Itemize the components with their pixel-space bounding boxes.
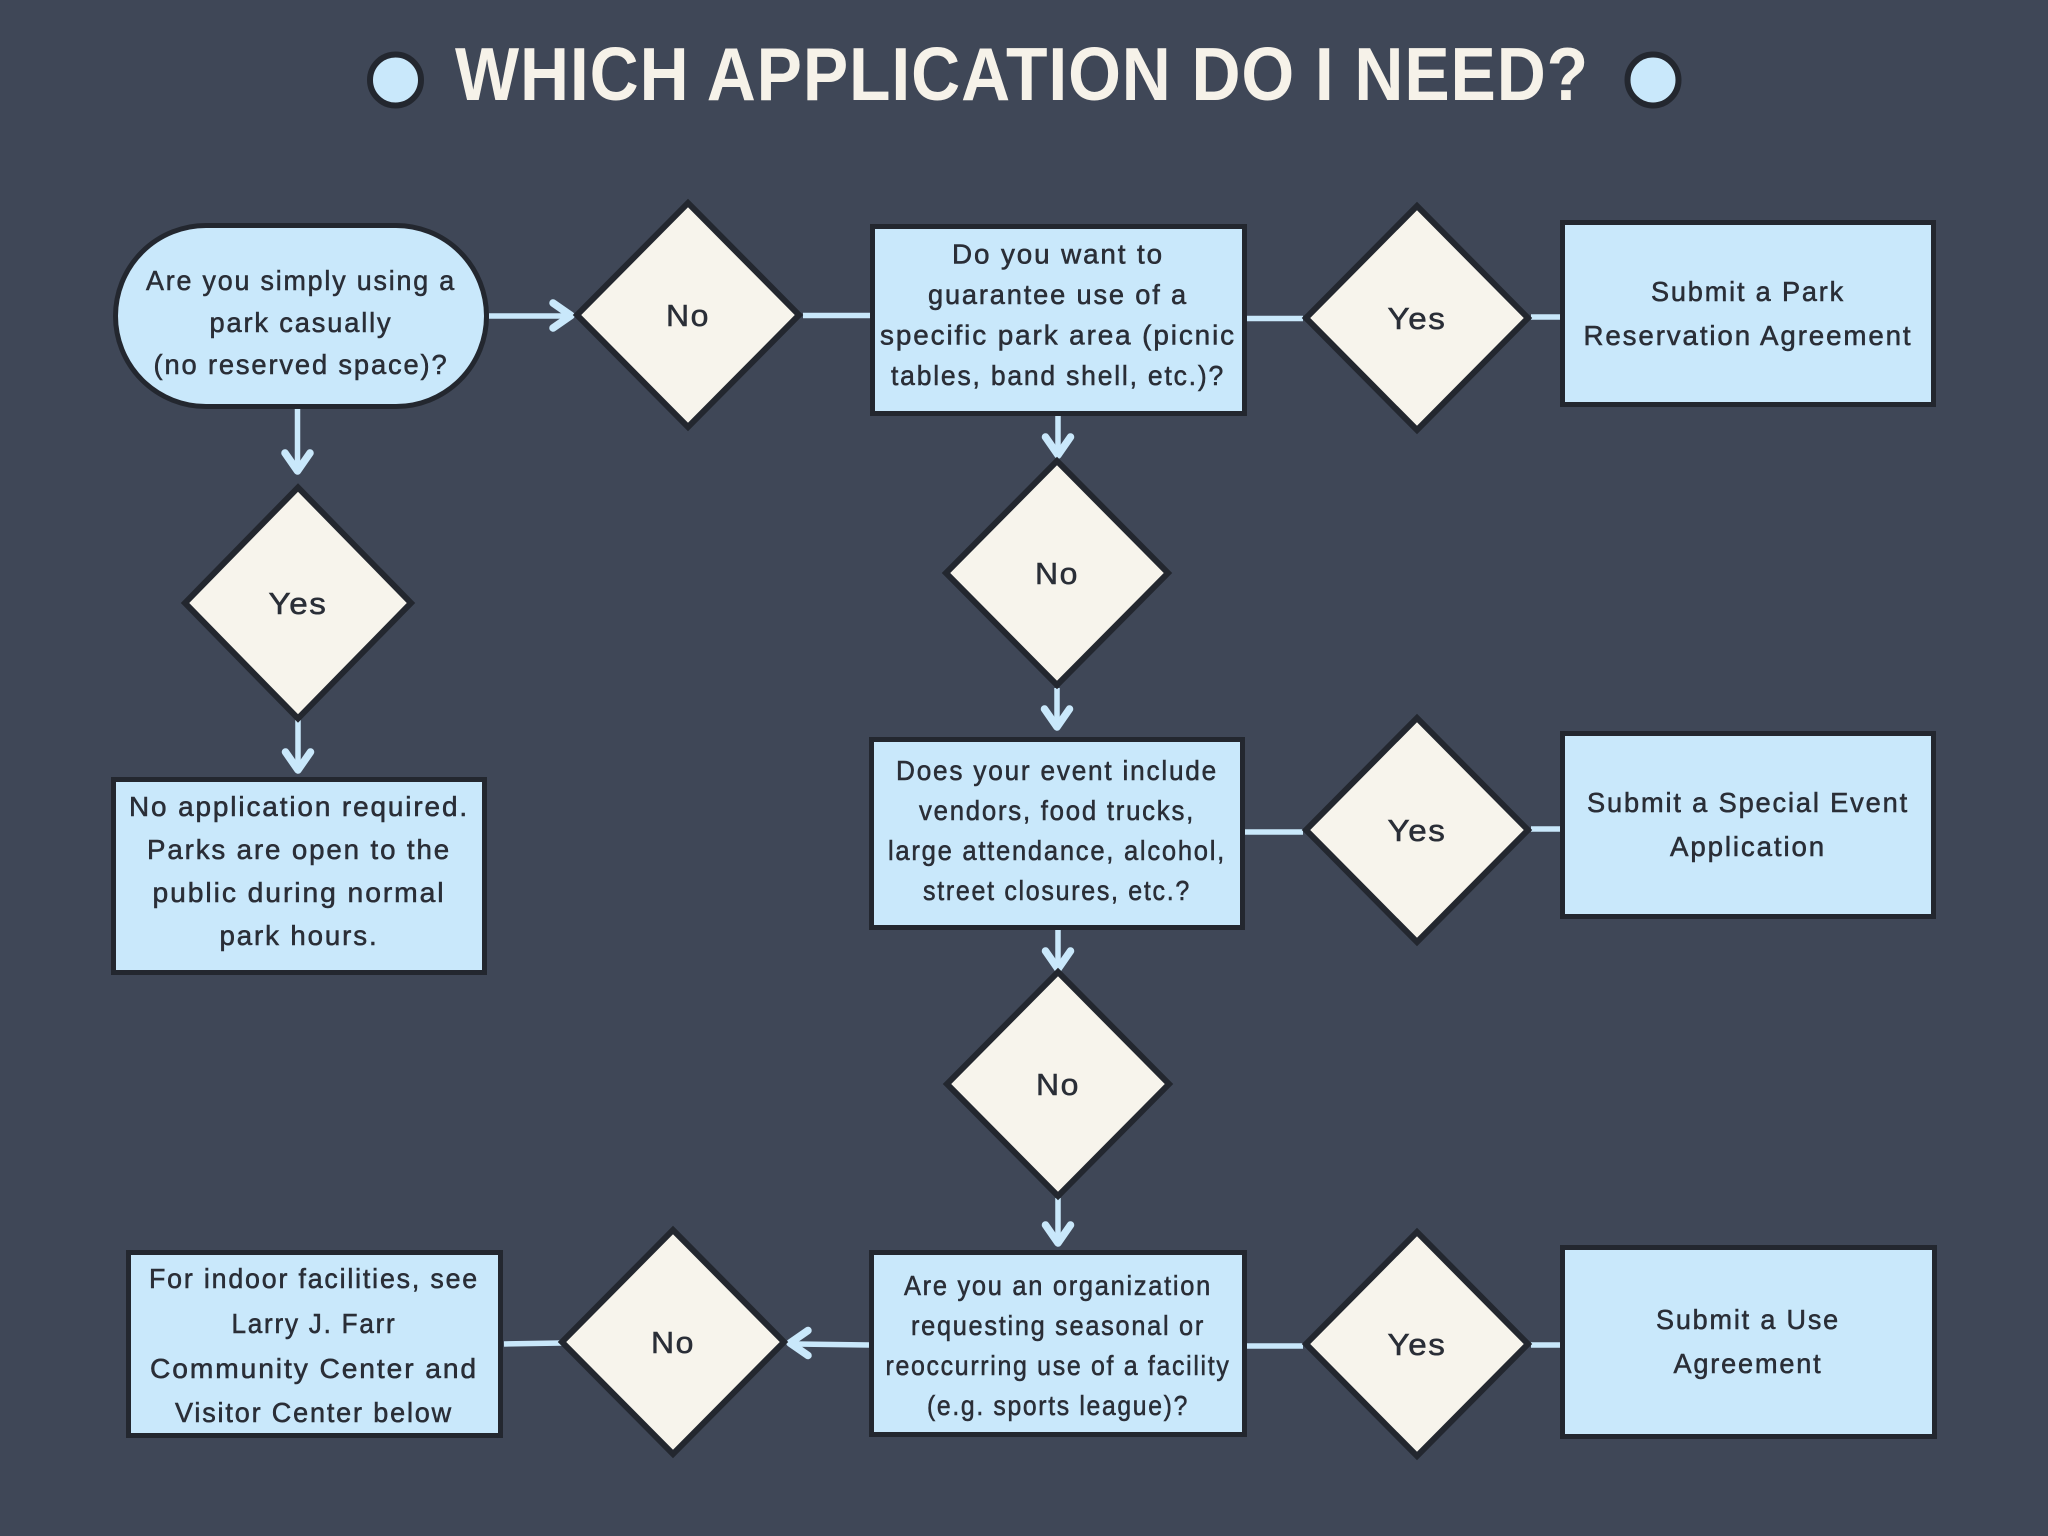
- svg-text:Community Center and: Community Center and: [150, 1353, 478, 1384]
- svg-text:No: No: [666, 298, 710, 333]
- svg-text:park hours.: park hours.: [220, 920, 379, 951]
- svg-text:Does your event include: Does your event include: [896, 755, 1218, 786]
- svg-text:large attendance, alcohol,: large attendance, alcohol,: [888, 835, 1226, 866]
- svg-text:Submit a Park: Submit a Park: [1651, 276, 1845, 307]
- svg-text:Yes: Yes: [269, 586, 328, 621]
- svg-text:Parks are open to the: Parks are open to the: [147, 834, 451, 865]
- svg-text:Are you simply using a: Are you simply using a: [146, 265, 456, 296]
- svg-text:Yes: Yes: [1388, 1327, 1447, 1362]
- svg-text:reoccurring use of a facility: reoccurring use of a facility: [886, 1350, 1231, 1381]
- svg-text:No: No: [1035, 556, 1079, 591]
- svg-text:street closures, etc.?: street closures, etc.?: [923, 875, 1191, 906]
- svg-text:public during normal: public during normal: [153, 877, 446, 908]
- svg-text:Application: Application: [1670, 831, 1826, 862]
- svg-text:vendors, food trucks,: vendors, food trucks,: [919, 795, 1195, 826]
- svg-text:Reservation Agreement: Reservation Agreement: [1584, 320, 1913, 351]
- svg-text:(no reserved space)?: (no reserved space)?: [154, 349, 449, 380]
- svg-text:(e.g. sports league)?: (e.g. sports league)?: [927, 1390, 1189, 1421]
- svg-text:Yes: Yes: [1388, 301, 1447, 336]
- svg-text:guarantee use of a: guarantee use of a: [928, 279, 1188, 310]
- svg-text:No application required.: No application required.: [129, 791, 469, 822]
- svg-text:Larry J. Farr: Larry J. Farr: [232, 1308, 397, 1339]
- svg-text:specific park area (picnic: specific park area (picnic: [880, 320, 1236, 351]
- svg-text:Yes: Yes: [1388, 813, 1447, 848]
- svg-text:No: No: [651, 1325, 695, 1360]
- svg-text:Do you want to: Do you want to: [952, 239, 1164, 270]
- svg-text:tables, band shell, etc.)?: tables, band shell, etc.)?: [891, 360, 1225, 391]
- svg-text:WHICH APPLICATION DO I NEED?: WHICH APPLICATION DO I NEED?: [455, 32, 1589, 116]
- svg-text:requesting seasonal or: requesting seasonal or: [911, 1310, 1205, 1341]
- svg-text:Submit a Use: Submit a Use: [1656, 1304, 1840, 1335]
- svg-text:Visitor Center below: Visitor Center below: [175, 1397, 453, 1428]
- svg-text:Are you an organization: Are you an organization: [904, 1270, 1212, 1301]
- svg-text:park casually: park casually: [210, 307, 393, 338]
- svg-text:No: No: [1036, 1067, 1080, 1102]
- svg-text:For indoor facilities, see: For indoor facilities, see: [149, 1263, 479, 1294]
- svg-text:Agreement: Agreement: [1674, 1348, 1823, 1379]
- svg-text:Submit a Special Event: Submit a Special Event: [1587, 787, 1909, 818]
